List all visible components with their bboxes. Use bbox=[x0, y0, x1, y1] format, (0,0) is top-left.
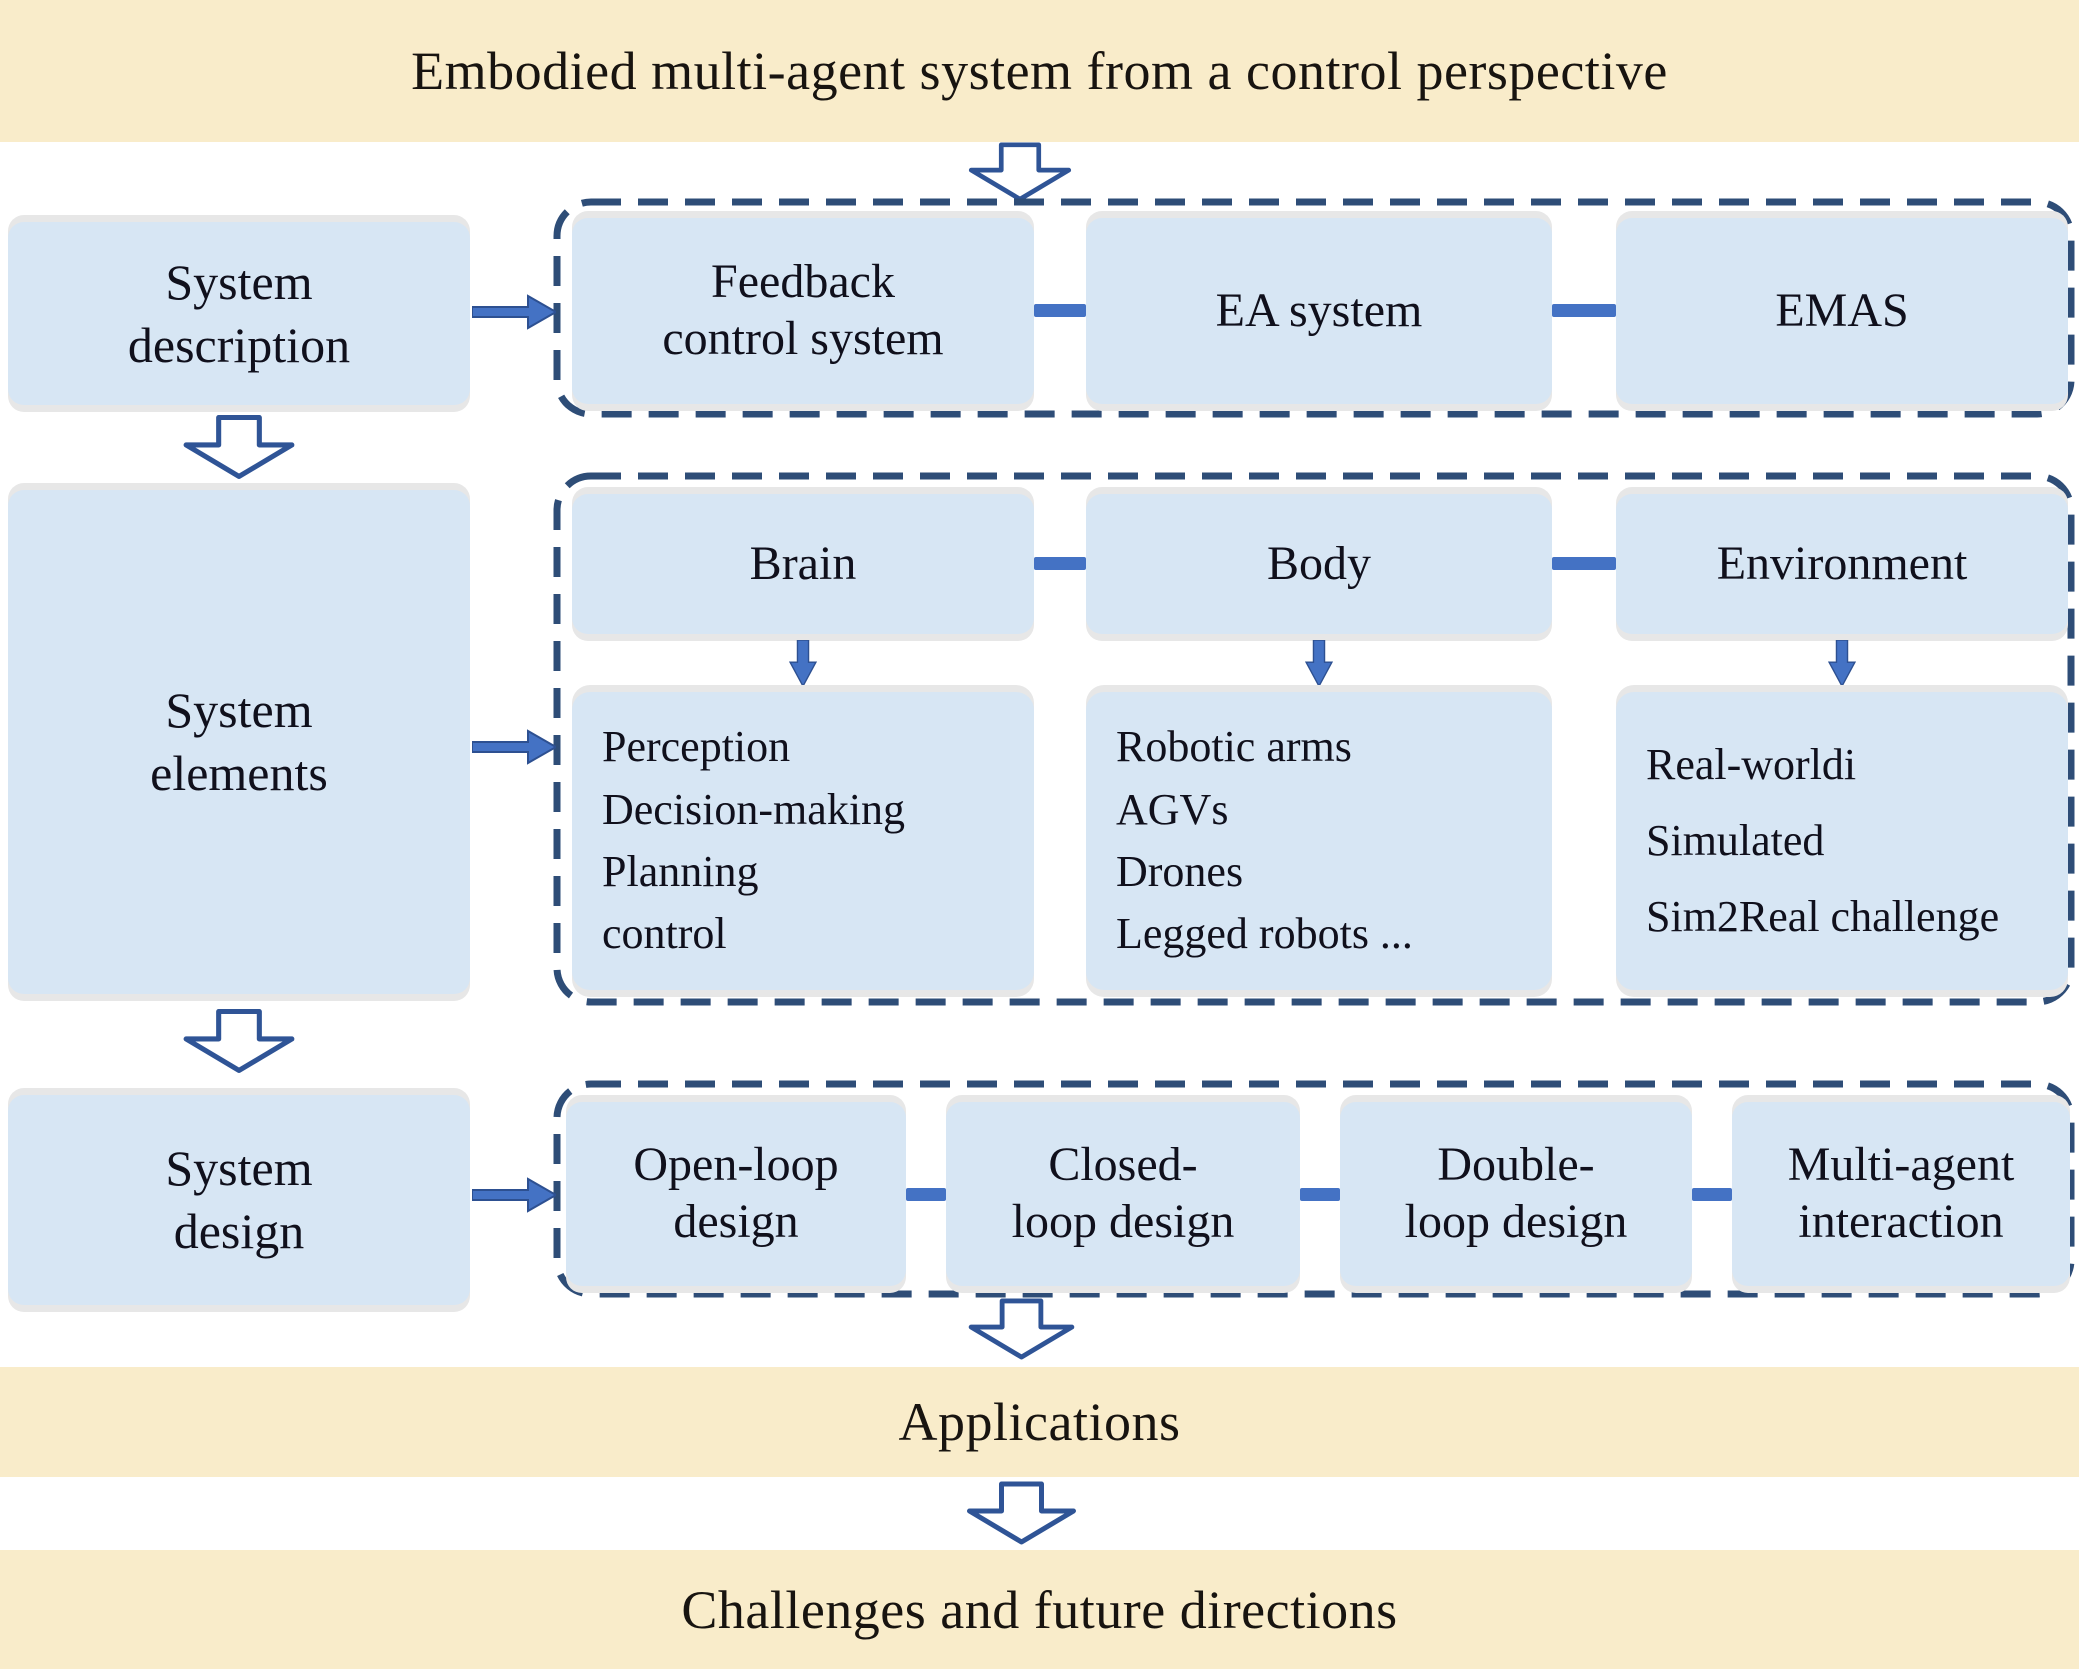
applications-label: Applications bbox=[898, 1392, 1181, 1452]
body-detail-box: Robotic arms AGVs Drones Legged robots .… bbox=[1086, 692, 1552, 990]
box-label: loop design bbox=[1404, 1195, 1628, 1248]
box-label: EA system bbox=[1215, 283, 1423, 337]
box-label: System bbox=[165, 682, 313, 738]
brain-detail-box: Perception Decision-making Planning cont… bbox=[572, 692, 1034, 990]
challenges-banner: Challenges and future directions bbox=[0, 1550, 2079, 1669]
system-description-box: System description bbox=[8, 222, 470, 405]
down-arrow-icon bbox=[183, 414, 295, 480]
body-box: Body bbox=[1086, 494, 1552, 634]
connector-line bbox=[906, 1188, 946, 1201]
box-label: Closed- bbox=[1048, 1138, 1198, 1192]
box-label: Body bbox=[1266, 536, 1371, 590]
detail-item: AGVs bbox=[1116, 784, 1229, 834]
box-label: Double- bbox=[1437, 1138, 1595, 1192]
applications-banner: Applications bbox=[0, 1367, 2079, 1477]
multi-agent-interaction-box: Multi-agent interaction bbox=[1732, 1102, 2070, 1286]
down-arrow-icon bbox=[968, 142, 1072, 202]
environment-box: Environment bbox=[1616, 494, 2068, 634]
box-label: loop design bbox=[1011, 1195, 1235, 1248]
system-design-box: System design bbox=[8, 1095, 470, 1305]
connector-line bbox=[1300, 1188, 1340, 1201]
page-title: Embodied multi-agent system from a contr… bbox=[411, 41, 1668, 101]
box-label: Feedback bbox=[711, 255, 895, 309]
closed-loop-design-box: Closed- loop design bbox=[946, 1102, 1300, 1286]
detail-item: Sim2Real challenge bbox=[1646, 891, 2000, 941]
connector-line bbox=[1552, 304, 1616, 317]
detail-item: Simulated bbox=[1646, 816, 1825, 866]
box-label: Brain bbox=[749, 536, 857, 590]
detail-item: Planning bbox=[602, 847, 759, 896]
box-label: elements bbox=[150, 745, 328, 801]
down-arrow-icon bbox=[1827, 640, 1857, 688]
double-loop-design-box: Double- loop design bbox=[1340, 1102, 1692, 1286]
down-arrow-icon bbox=[1304, 640, 1334, 688]
box-label: EMAS bbox=[1775, 283, 1909, 337]
detail-item: Real-worldi bbox=[1646, 740, 1857, 790]
box-label: design bbox=[673, 1195, 799, 1248]
system-design-dashed-group bbox=[553, 1080, 2075, 1298]
brain-box: Brain bbox=[572, 494, 1034, 634]
box-label: design bbox=[173, 1203, 305, 1259]
detail-item: Drones bbox=[1116, 847, 1244, 896]
connector-line bbox=[1034, 557, 1086, 570]
detail-item: control bbox=[602, 909, 727, 959]
system-description-dashed-group bbox=[553, 198, 2075, 418]
environment-detail-box: Real-worldi Simulated Sim2Real challenge bbox=[1616, 692, 2068, 990]
connector-line bbox=[1692, 1188, 1732, 1201]
ea-system-box: EA system bbox=[1086, 218, 1552, 404]
connector-line bbox=[1034, 304, 1086, 317]
box-label: control system bbox=[662, 312, 944, 365]
detail-item: Decision-making bbox=[602, 784, 906, 834]
box-label: interaction bbox=[1798, 1195, 2004, 1248]
emas-box: EMAS bbox=[1616, 218, 2068, 404]
detail-item: Robotic arms bbox=[1116, 722, 1352, 772]
right-arrow-icon bbox=[472, 1177, 556, 1213]
box-label: Open-loop bbox=[633, 1138, 839, 1192]
down-arrow-icon bbox=[968, 1298, 1075, 1360]
system-elements-dashed-group bbox=[553, 472, 2075, 1006]
box-label: System bbox=[165, 1140, 313, 1196]
title-banner: Embodied multi-agent system from a contr… bbox=[0, 0, 2079, 142]
down-arrow-icon bbox=[183, 1008, 295, 1074]
down-arrow-icon bbox=[788, 640, 818, 688]
system-elements-box: System elements bbox=[8, 490, 470, 994]
right-arrow-icon bbox=[472, 729, 556, 765]
box-label: description bbox=[127, 316, 351, 373]
detail-item: Perception bbox=[602, 722, 791, 772]
box-label: Environment bbox=[1716, 536, 1968, 590]
box-label: System bbox=[165, 253, 313, 310]
challenges-label: Challenges and future directions bbox=[681, 1579, 1398, 1640]
connector-line bbox=[1552, 557, 1616, 570]
box-label: Multi-agent bbox=[1787, 1138, 2015, 1192]
right-arrow-icon bbox=[472, 294, 556, 330]
down-arrow-icon bbox=[967, 1481, 1076, 1545]
detail-item: Legged robots ... bbox=[1116, 909, 1413, 959]
open-loop-design-box: Open-loop design bbox=[566, 1102, 906, 1286]
feedback-control-system-box: Feedback control system bbox=[572, 218, 1034, 404]
